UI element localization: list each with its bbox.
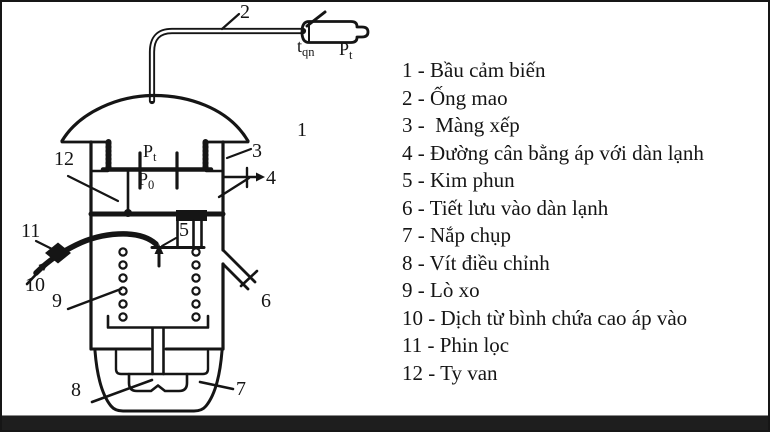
sensor-bulb — [300, 10, 370, 44]
outlet-pipe — [221, 248, 259, 291]
legend-line-12: 12 - Ty van — [402, 360, 498, 385]
legend-line-1: 1 - Bầu cảm biến — [402, 58, 546, 82]
legend-line-2: 2 - Ống mao — [402, 85, 508, 110]
callout-7: 7 — [236, 378, 246, 400]
dome-pressure-top: Pt — [143, 141, 157, 164]
callout-10: 10 — [25, 274, 45, 296]
callout-12-leader — [66, 174, 120, 203]
callout-5-leader — [161, 237, 177, 247]
capillary-tube — [148, 27, 307, 105]
callout-4: 4 — [266, 167, 276, 189]
diaphragm-dome — [60, 93, 250, 144]
bulb-weld-tick — [305, 10, 327, 28]
callout-3: 3 — [252, 140, 262, 162]
legend-line-9: 9 - Lò xo — [402, 278, 480, 302]
bellows — [89, 139, 225, 173]
legend-line-10: 10 - Dịch từ bình chứa cao áp vào — [402, 305, 688, 330]
legend-line-6: 6 - Tiết lưu vào dàn lạnh — [402, 195, 609, 220]
spring — [106, 247, 210, 329]
push-rods — [138, 151, 179, 190]
legend-line-3: 3 - Màng xếp — [402, 113, 520, 137]
bottom-bar — [2, 415, 768, 430]
needle — [154, 244, 164, 268]
callout-9: 9 — [52, 290, 62, 312]
inlet-assembly — [25, 231, 159, 286]
inlet-flow-arrow — [25, 265, 45, 286]
inlet-tube — [33, 231, 159, 276]
callout-5: 5 — [179, 219, 189, 241]
junction-dot — [124, 209, 132, 217]
bottom-cap — [93, 349, 224, 413]
callout-11: 11 — [21, 220, 40, 242]
bulb-pressure-symbol: Pt — [339, 39, 353, 62]
callout-12: 12 — [54, 148, 74, 170]
legend-line-8: 8 - Vít điều chỉnh — [402, 250, 550, 275]
spring-seat — [106, 314, 210, 329]
callout-3-leader — [225, 147, 253, 160]
bulb-temp-symbol: tqn — [297, 36, 315, 59]
callout-11-leader — [34, 239, 54, 251]
legend-line-7: 7 - Nắp chụp — [402, 223, 512, 247]
legend-line-5: 5 - Kim phun — [402, 168, 515, 192]
callout-2-leader — [220, 12, 241, 31]
callout-6: 6 — [261, 290, 271, 312]
callout-2: 2 — [240, 1, 250, 23]
callout-7-leader — [198, 380, 235, 391]
legend-line-4: 4 - Đường cân bằng áp với dàn lạnh — [402, 140, 704, 165]
dome-pressure-bottom: P0 — [138, 169, 154, 192]
callout-1: 1 — [297, 119, 307, 141]
equalizer-port — [217, 166, 265, 199]
legend: 1 - Bầu cảm biến 2 - Ống mao 3 - Màng xế… — [402, 57, 764, 387]
callout-9-leader — [66, 287, 123, 311]
legend-line-11: 11 - Phin lọc — [402, 333, 510, 357]
callout-8: 8 — [71, 379, 81, 401]
callout-8-leader — [90, 378, 154, 404]
adjusting-screw — [127, 326, 189, 393]
